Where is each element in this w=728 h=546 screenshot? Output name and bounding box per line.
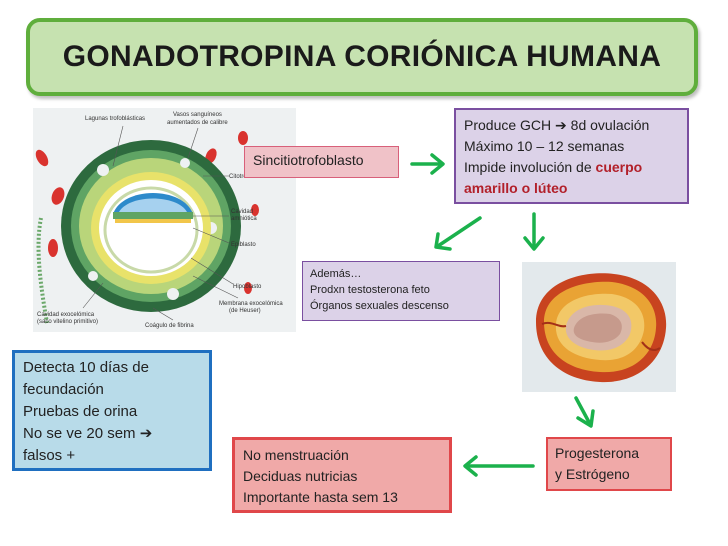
embryo-diagram: Lagunas trofoblásticas Vasos sanguíneos … [33,108,296,332]
label-hipoblasto: Hipoblasto [233,284,262,290]
progesterona-line-2: y Estrógeno [555,466,630,482]
produce-line-1-b: 8d ovulación [570,117,650,133]
ademas-line-3: Órganos sexuales descenso [310,300,449,312]
sincitiotrofoblasto-box: Sincitiotrofoblasto [244,146,399,178]
title-box: GONADOTROPINA CORIÓNICA HUMANA [26,18,698,96]
progesterona-box: Progesterona y Estrógeno [546,437,672,491]
produce-line-1-a: Produce GCH [464,117,552,133]
page-title: GONADOTROPINA CORIÓNICA HUMANA [62,40,662,73]
ademas-line-1: Además… [310,268,362,280]
progesterona-line-1: Progesterona [555,445,640,461]
no-menstruacion-line-1: No menstruación [243,447,349,463]
arrow-produce-to-photo [523,212,545,251]
detecta-line-4: No se ve 20 sem ➔ [23,423,201,445]
no-menstruacion-line-2: Deciduas nutricias [243,468,358,484]
arrow-progesterona-to-no-menstruacion [463,455,535,477]
produce-line-1: Produce GCH ➔ 8d ovulación [464,115,679,136]
label-epiblasto: Epiblasto [231,242,256,248]
detecta-line-2: fecundación [23,381,104,398]
sincitiotrofoblasto-label: Sincitiotrofoblasto [253,152,364,168]
detecta-line-3: Pruebas de orina [23,403,138,420]
produce-line-3: Impide involución de cuerpo [464,157,679,178]
label-membrana-1: Membrana exocelómica [219,301,283,307]
ademas-box: Además… Prodxn testosterona feto Órganos… [302,261,500,321]
detecta-line-5: falsos + [23,447,76,464]
arrow-produce-to-ademas [434,216,482,251]
label-cavidad-exo-2: (saco vitelino primitivo) [37,319,98,325]
detecta-box: Detecta 10 días de fecundación Pruebas d… [12,350,212,471]
corpus-luteum-svg [522,262,676,392]
no-menstruacion-box: No menstruación Deciduas nutricias Impor… [232,437,452,513]
produce-highlight-1: cuerpo [595,159,643,175]
label-coagulo: Coágulo de fibrina [145,323,194,329]
produce-highlight-2: amarillo o lúteo [464,180,568,196]
label-cavidad-exo-1: Cavidad exocelómica [37,312,95,318]
arrow-sincitio-to-produce [410,153,445,175]
detecta-line-1: Detecta 10 días de [23,359,149,376]
label-vasos-2: aumentados de calibre [167,120,228,126]
label-cavidad-amniotica-2: amniótica [231,216,257,222]
produce-gch-box: Produce GCH ➔ 8d ovulación Máximo 10 – 1… [454,108,689,204]
produce-line-2: Máximo 10 – 12 semanas [464,138,625,154]
detecta-line-4-text: No se ve 20 sem [23,425,136,442]
corpus-luteum-photo [522,262,676,392]
embryo-diagram-svg: Lagunas trofoblásticas Vasos sanguíneos … [35,112,283,329]
label-vasos-1: Vasos sanguíneos [173,112,222,118]
no-menstruacion-line-3: Importante hasta sem 13 [243,489,398,505]
arrow-right-icon: ➔ [139,425,153,442]
label-lagunas: Lagunas trofoblásticas [85,116,145,122]
label-membrana-2: (de Heuser) [229,308,261,314]
ademas-line-2: Prodxn testosterona feto [310,284,430,296]
arrow-photo-to-progesterona [574,396,595,428]
label-cavidad-amniotica-1: Cavidad [231,209,253,215]
produce-line-3-a: Impide involución de [464,159,592,175]
arrow-right-icon: ➔ [555,117,567,133]
